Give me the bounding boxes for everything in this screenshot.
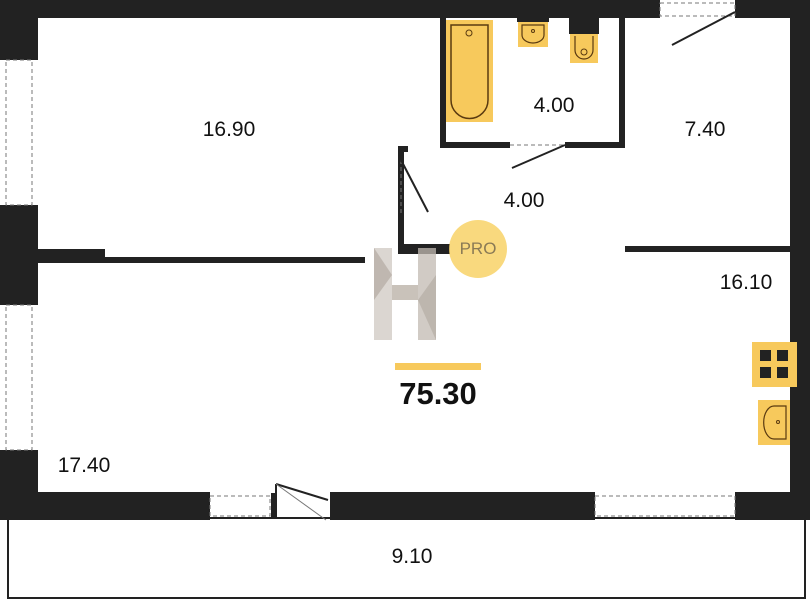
room-area-entry: 7.40 xyxy=(684,118,726,141)
toilet-icon xyxy=(569,18,599,63)
logo-watermark xyxy=(374,248,436,340)
kitchen-sink-icon xyxy=(758,400,794,445)
room-area-kitchen: 16.10 xyxy=(719,271,773,294)
room-area-balcony: 9.10 xyxy=(391,545,433,568)
accent-bar xyxy=(395,363,481,370)
total-area: 75.30 xyxy=(399,376,477,411)
stove-icon xyxy=(752,342,797,387)
outer-walls xyxy=(0,0,810,520)
room-area-bathroom: 4.00 xyxy=(533,94,575,117)
bathtub-icon xyxy=(446,20,493,122)
windows xyxy=(5,2,736,517)
pro-badge xyxy=(449,220,507,278)
pro-badge-label: PRO xyxy=(459,239,497,258)
bathroom-sink-icon xyxy=(517,18,549,47)
doors xyxy=(271,11,736,521)
room-area-living: 17.40 xyxy=(57,454,111,477)
room-area-hall: 4.00 xyxy=(503,189,545,212)
room-area-bedroom: 16.90 xyxy=(202,118,256,141)
interior-walls xyxy=(38,18,790,263)
